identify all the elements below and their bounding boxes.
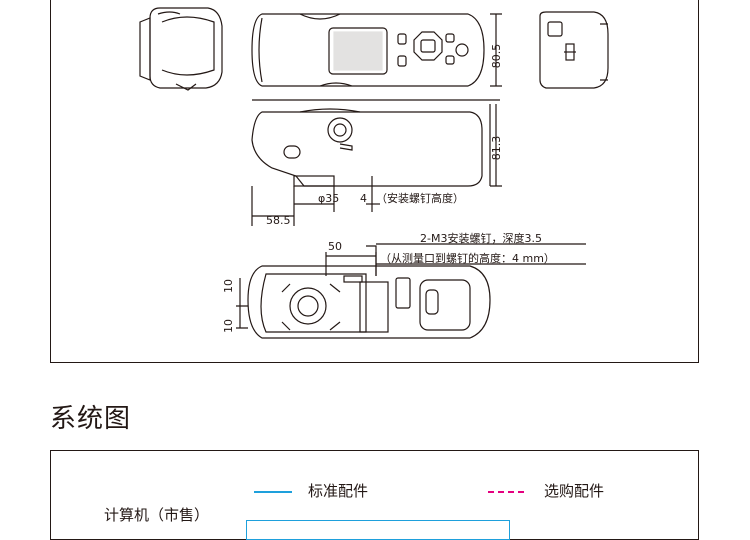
top-view bbox=[251, 13, 500, 101]
dimension-lines bbox=[239, 13, 586, 328]
dimension-offset-4: 4 bbox=[360, 192, 367, 205]
optional-accessory-label: 选购配件 bbox=[544, 482, 605, 500]
dimension-depth-58: 58.5 bbox=[266, 214, 291, 227]
left-end-view bbox=[139, 7, 223, 91]
dimension-height-top: 80.5 bbox=[490, 44, 503, 69]
dimension-height-side: 81.3 bbox=[490, 136, 503, 161]
dimension-aperture: φ35 bbox=[318, 192, 339, 205]
bottom-view bbox=[236, 245, 491, 339]
standard-accessory-label: 标准配件 bbox=[308, 482, 369, 500]
system-diagram-title: 系统图 bbox=[50, 404, 132, 434]
pc-label: 计算机（市售） bbox=[104, 506, 210, 524]
dimension-offset-note: （安装螺钉高度） bbox=[376, 191, 464, 205]
device-dimension-drawings: 80.5 81.3 φ35 4 （安装螺钉高度） 58.5 50 2-M3安装螺… bbox=[139, 7, 609, 339]
optional-accessory-line-icon bbox=[488, 491, 524, 493]
pc-box bbox=[246, 520, 510, 540]
screw-note: 2-M3安装螺钉，深度3.5 bbox=[420, 231, 542, 245]
right-end-view bbox=[539, 11, 609, 89]
dimension-left-10-b: 10 bbox=[222, 319, 235, 333]
dimension-drawing-frame bbox=[50, 0, 699, 363]
standard-accessory-line-icon bbox=[254, 491, 292, 493]
dimension-labels: 80.5 81.3 φ35 4 （安装螺钉高度） 58.5 50 2-M3安装螺… bbox=[222, 44, 555, 333]
side-view bbox=[251, 104, 491, 226]
screw-height-note: （从测量口到螺钉的高度：4 mm） bbox=[380, 251, 555, 265]
dimension-left-10-a: 10 bbox=[222, 279, 235, 293]
dimension-width-50: 50 bbox=[328, 240, 342, 253]
